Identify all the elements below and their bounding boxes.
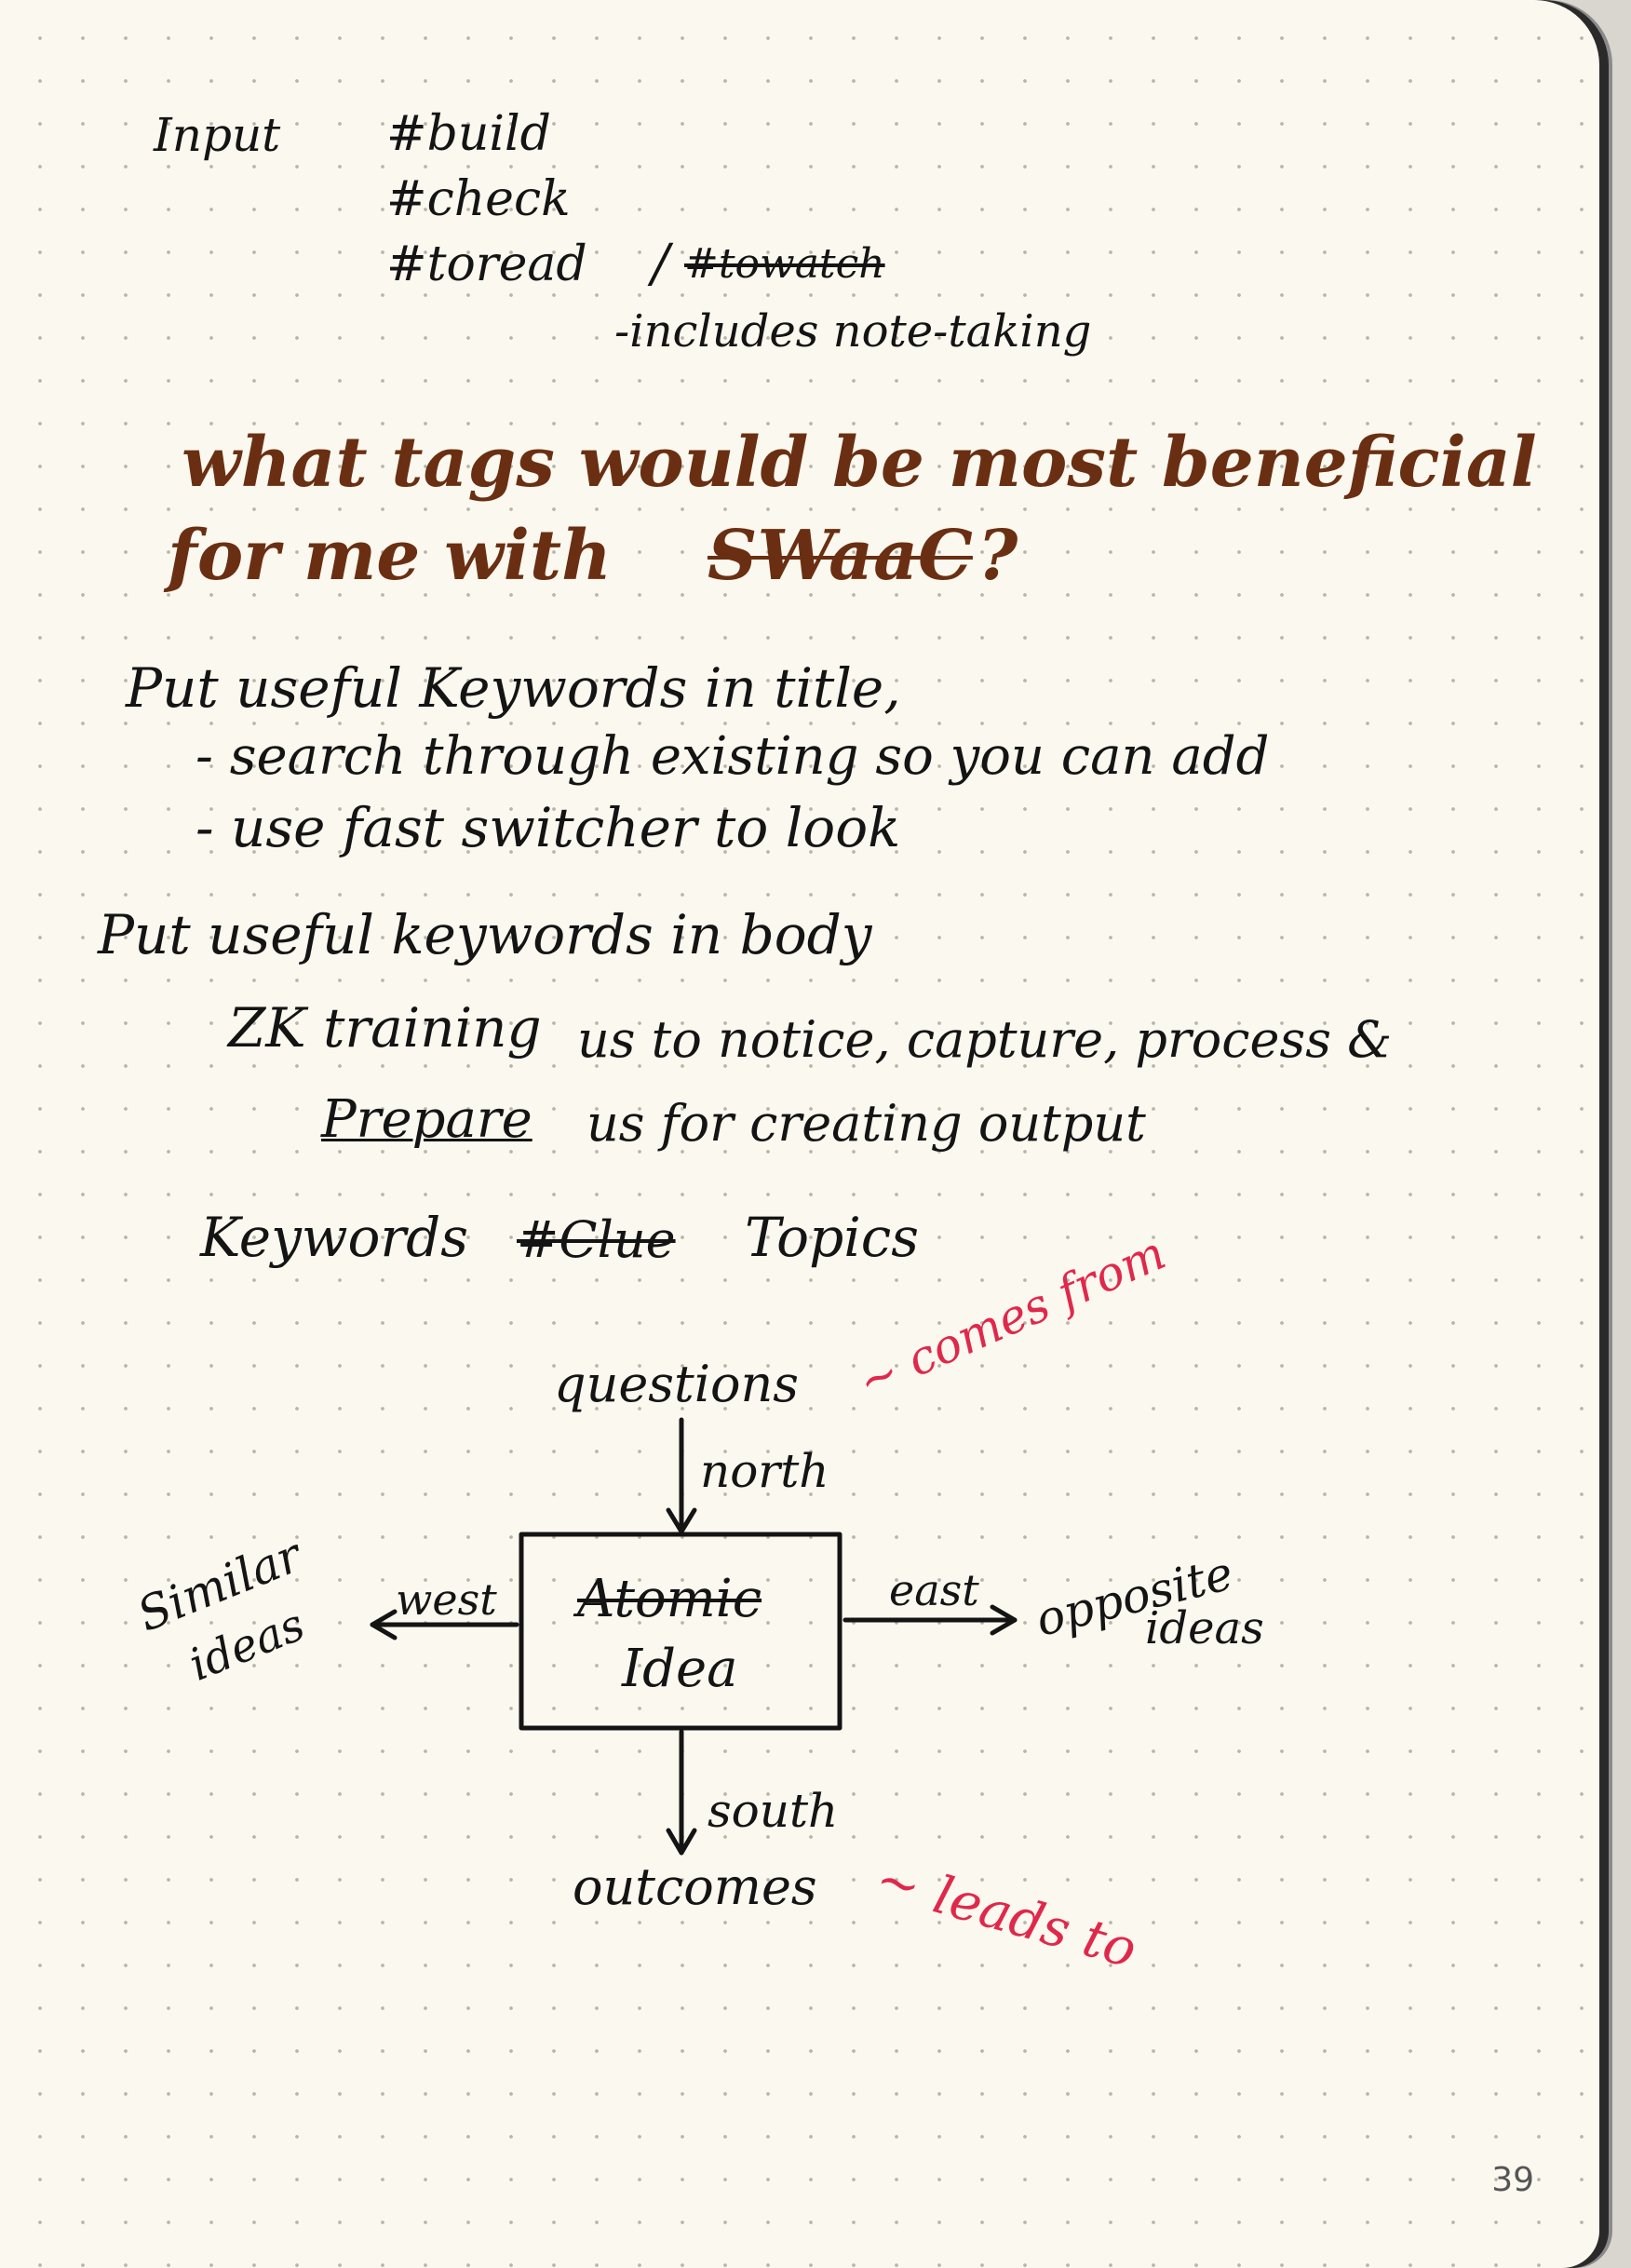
atomic-idea-box [519,1532,842,1731]
tag-slash: / [652,234,669,294]
east-node-line-2: ideas [1145,1602,1264,1654]
east-arrowhead [990,1604,1018,1636]
note-line-4: Put useful keywords in body [98,903,872,966]
note-line-3: - use fast switcher to look [195,796,901,859]
note-line-2: - search through existing so you can add [195,726,1270,787]
note-line-1: Put useful Keywords in title, [126,656,901,720]
question-line-2-struck: SWaaC [708,516,973,596]
tag-build: #build [386,106,551,162]
north-node: questions [554,1355,799,1413]
page-number: 39 [1491,2161,1534,2199]
east-label: east [889,1565,979,1615]
question-line-2-suffix: ? [977,516,1018,596]
center-line-1: Atomic [577,1569,762,1629]
input-note: -includes note-taking [614,305,1092,358]
note-line-6-prepare: Prepare [321,1089,532,1150]
tag-check: #check [386,171,571,227]
question-line-2-prefix: for me with [168,516,612,596]
north-label: north [700,1444,829,1498]
south-label: south [708,1784,839,1838]
center-line-2: Idea [622,1639,738,1699]
note-line-7-prefix: Keywords [200,1206,469,1269]
north-arrowhead [666,1507,697,1534]
note-line-5-prefix: ZK training [228,996,542,1060]
note-line-6-suffix: us for creating output [586,1094,1146,1153]
tag-towatch: #towatch [684,240,885,288]
south-arrowhead [666,1828,697,1856]
south-node: outcomes [573,1857,817,1916]
input-label: Input [154,108,281,162]
note-line-7-suffix: Topics [745,1206,920,1269]
west-label: west [396,1574,497,1625]
west-arrowhead [370,1609,398,1640]
question-line-1: what tags would be most beneficial [182,423,1537,503]
note-line-5-suffix: us to notice, capture, process & [577,1010,1393,1069]
tag-toread: #toread [386,236,587,292]
note-line-7-struck: #Clue [517,1210,676,1269]
